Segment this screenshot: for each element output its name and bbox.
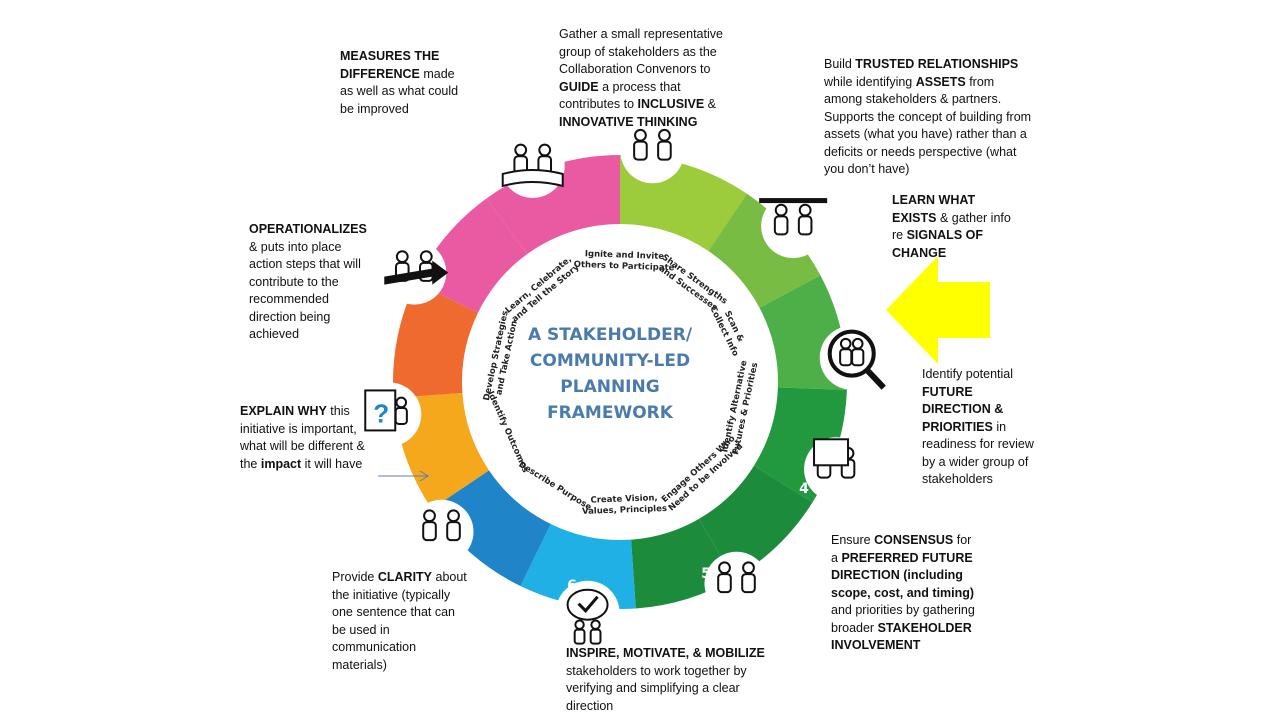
step-number: 2 — [780, 228, 790, 244]
step-icons: ? — [364, 128, 886, 645]
framework-title: A STAKEHOLDER/ COMMUNITY-LED PLANNING FR… — [505, 322, 715, 426]
celebrate-book-icon — [501, 143, 564, 188]
icon-badge — [704, 551, 769, 616]
step-number: 8 — [400, 386, 410, 402]
note-clarity: Provide CLARITY about the initiative (ty… — [332, 570, 467, 672]
whiteboard-team-icon — [813, 438, 856, 479]
thought-bubble-icon — [566, 588, 609, 645]
icon-badge — [409, 499, 474, 564]
pushing-arrow-icon — [384, 250, 449, 285]
magnifier-icon — [827, 329, 886, 390]
document-question-icon: ? — [364, 389, 408, 432]
icon-badge — [761, 194, 826, 259]
svg-text:?: ? — [373, 398, 389, 428]
step-label: Learn, Celebrate,and Tell the Story — [504, 255, 582, 325]
step-number: 6 — [567, 578, 577, 594]
note-trusted-relationships: Build TRUSTED RELATIONSHIPS while identi… — [824, 57, 1032, 176]
note-measures: MEASURES THE DIFFERENCE made as well as … — [340, 49, 459, 116]
title-line-4: FRAMEWORK — [547, 403, 673, 423]
weightlifting-team-icon — [759, 198, 828, 236]
megaphone-team-icon — [717, 561, 756, 594]
note-operationalizes: OPERATIONALIZES & puts into place action… — [249, 222, 367, 341]
segment-7 — [431, 470, 551, 587]
note-explain-why: EXPLAIN WHY this initiative is important… — [240, 404, 365, 471]
note-learn-what-exists: LEARN WHAT EXISTS & gather info re SIGNA… — [892, 193, 1011, 260]
step-label-line: Values, Principles — [582, 504, 667, 517]
note-inspire: INSPIRE, MOTIVATE, & MOBILIZE stakeholde… — [566, 646, 765, 713]
icon-badge — [500, 133, 565, 198]
note-future-direction: Identify potential FUTURE DIRECTION & PR… — [922, 367, 1034, 486]
torch-team-icon — [633, 128, 672, 161]
note-consensus: Ensure CONSENSUS for a PREFERRED FUTURE … — [831, 533, 975, 652]
yellow-arrow — [886, 256, 990, 364]
step-label-line: Engage Others Who — [660, 434, 737, 505]
step-number: 4 — [799, 481, 809, 497]
title-line-2: COMMUNITY-LED — [529, 351, 691, 371]
title-line-1: A STAKEHOLDER/ — [527, 325, 693, 345]
note-guide: Gather a small representative group of s… — [559, 27, 723, 129]
pointer-arrowhead — [419, 470, 429, 482]
segment-4 — [699, 465, 813, 579]
segment-2 — [708, 193, 821, 308]
step-label-line: Others to Participate — [574, 260, 675, 274]
title-line-3: PLANNING — [560, 377, 660, 397]
step-label: Create Vision,Values, Principles — [582, 493, 667, 517]
step-label-line: Create Vision, — [590, 493, 657, 505]
segment-9 — [392, 282, 478, 398]
step-number: 5 — [701, 566, 711, 582]
step-label-line: Ignite and Invite — [585, 249, 665, 262]
conversation-icon — [422, 509, 461, 542]
step-number: 1 — [664, 158, 674, 174]
